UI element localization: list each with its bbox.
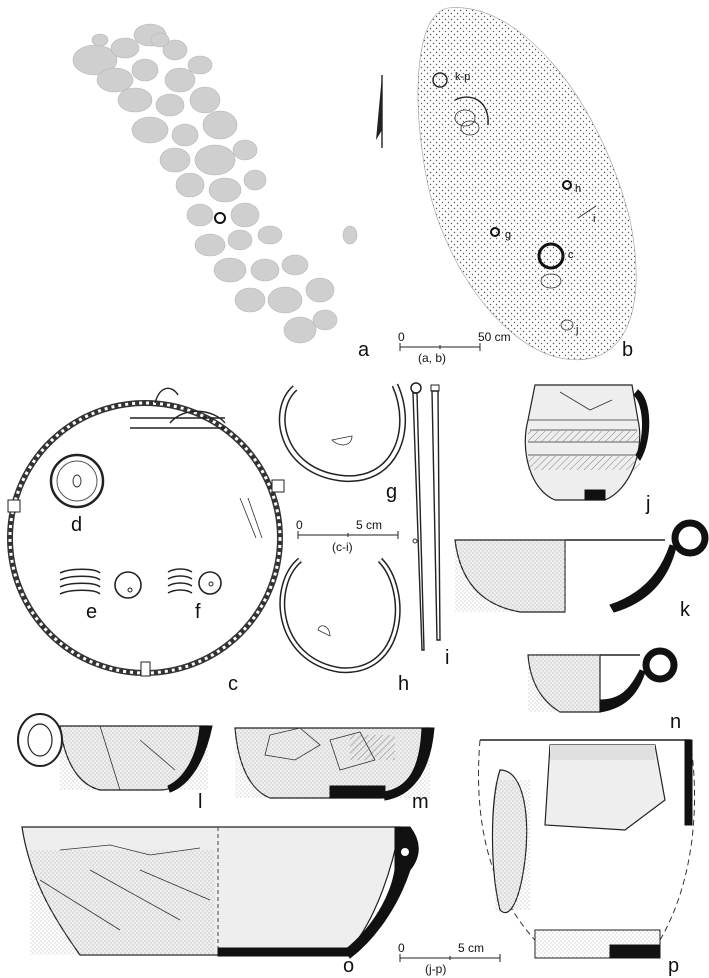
plan-label-h: h [575,183,581,195]
panel-label-l: l [198,791,202,813]
scale-ci-value: 5 cm [356,518,382,532]
panel-label-n: n [670,711,681,733]
plan-label-c: c [568,249,574,261]
panel-label-h: h [398,673,409,695]
panel-label-i: i [445,647,449,669]
scale-bar-ci [297,531,399,539]
pins-i [410,382,441,651]
panel-label-f: f [195,601,201,623]
scale-ab-caption: (a, b) [418,351,446,365]
panel-label-o: o [343,955,354,977]
cup-k [454,519,709,613]
grave-plan [417,7,637,360]
scale-jp-zero: 0 [398,941,405,955]
spiral-e [59,568,142,599]
panel-label-p: p [668,955,679,977]
panel-label-a: a [358,339,370,361]
panel-label-m: m [412,791,429,813]
panel-label-e: e [86,601,97,623]
scale-jp-value: 5 cm [458,941,484,955]
scale-bar-jp [399,954,501,962]
scale-ci-zero: 0 [296,518,303,532]
bracelet-g [278,383,407,483]
pot-j [524,384,650,501]
plan-label-g: g [505,229,511,241]
panel-label-j: j [645,493,650,515]
torc-c [7,387,285,677]
bowl-m [234,727,435,801]
vessel-p [478,739,696,959]
scale-bar-ab [399,343,481,351]
panel-label-d: d [71,514,82,536]
spiral-f [167,568,222,595]
north-arrow-icon [376,75,383,148]
panel-label-c: c [228,673,238,695]
ring-d [49,453,105,509]
panel-label-k: k [680,599,691,621]
panel-label-g: g [386,481,397,503]
cup-n [527,647,678,713]
plan-label-k-p: k-p [455,71,470,83]
plan-label-i: i [593,213,595,225]
scale-ci-caption: (c-i) [332,540,353,554]
scale-ab-value: 50 cm [478,330,511,344]
panel-label-b: b [622,339,633,361]
scale-ab-zero: 0 [398,330,405,344]
stone-packing-plan [72,23,358,344]
bowl-o [21,826,419,959]
cup-l [17,713,213,793]
bracelet-h [279,557,401,674]
scale-jp-caption: (j-p) [425,962,446,976]
plan-label-j: j [575,324,578,336]
